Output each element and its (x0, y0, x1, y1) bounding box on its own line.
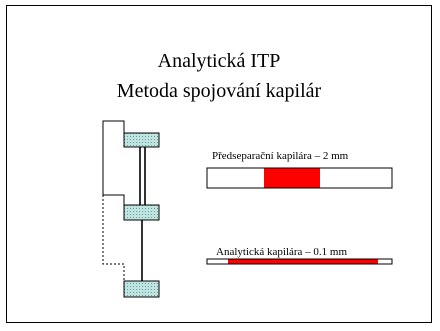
reservoir-upper (123, 132, 160, 148)
analytical-zone (228, 259, 378, 264)
lower-wire-dashed (102, 195, 125, 280)
slide-title-line2: Metoda spojování kapilár (116, 80, 322, 102)
reservoir-middle (123, 204, 160, 221)
reservoir-lower (123, 280, 160, 298)
preseparation-zone (264, 168, 320, 188)
slide: Analytická ITP Metoda spojování kapilár (6, 5, 432, 323)
preseparation-capillary-label: Předseparační kapilára – 2 mm (212, 150, 349, 162)
slide-title-line1: Analytická ITP (157, 50, 281, 72)
upper-wire (102, 120, 125, 205)
analytical-capillary-label: Analytická kapilára – 0.1 mm (216, 246, 348, 258)
